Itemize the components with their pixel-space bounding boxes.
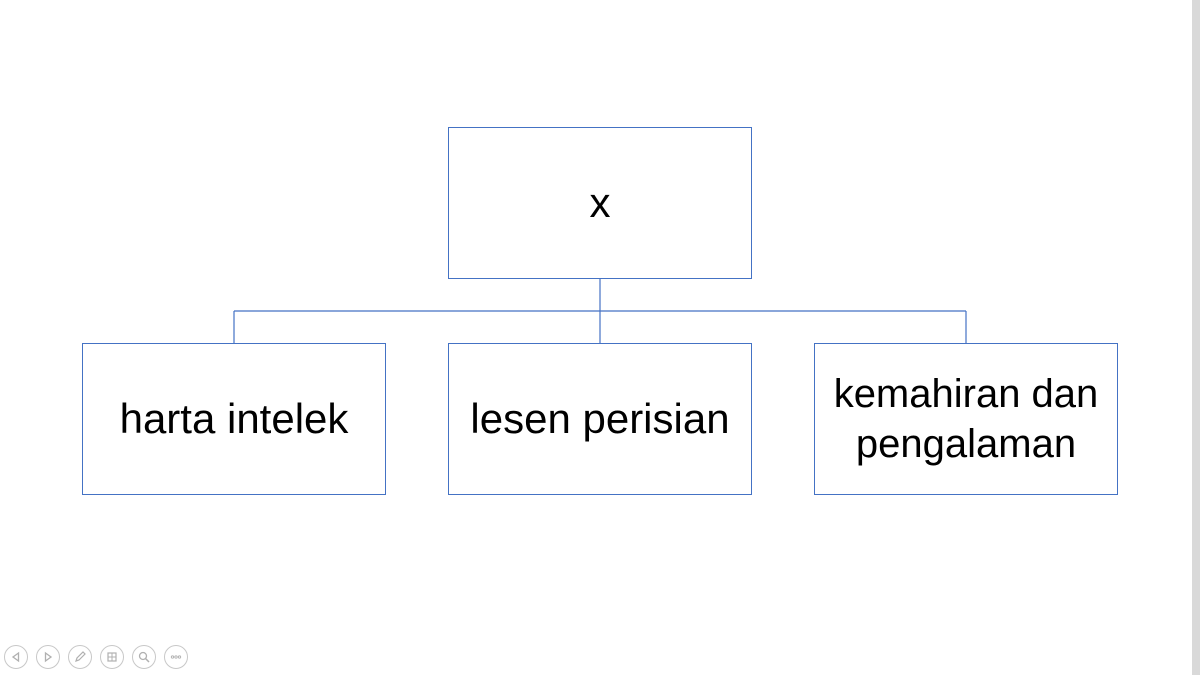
- child-node-kemahiran-dan-pengalaman: kemahiran dan pengalaman: [814, 343, 1118, 495]
- more-options-icon[interactable]: [164, 645, 188, 669]
- pen-icon[interactable]: [68, 645, 92, 669]
- child-node-label: harta intelek: [119, 394, 349, 442]
- zoom-icon[interactable]: [132, 645, 156, 669]
- previous-slide-icon[interactable]: [4, 645, 28, 669]
- root-node: x: [448, 127, 752, 279]
- child-node-lesen-perisian: lesen perisian: [448, 343, 752, 495]
- root-node-label: x: [589, 178, 611, 226]
- slide-grid-icon[interactable]: [100, 645, 124, 669]
- child-node-harta-intelek: harta intelek: [82, 343, 386, 495]
- next-slide-icon[interactable]: [36, 645, 60, 669]
- child-node-label: lesen perisian: [470, 394, 730, 442]
- slideshow-toolbar: [4, 645, 188, 671]
- child-node-label: kemahiran dan pengalaman: [833, 372, 1099, 466]
- window-right-edge: [1192, 0, 1200, 675]
